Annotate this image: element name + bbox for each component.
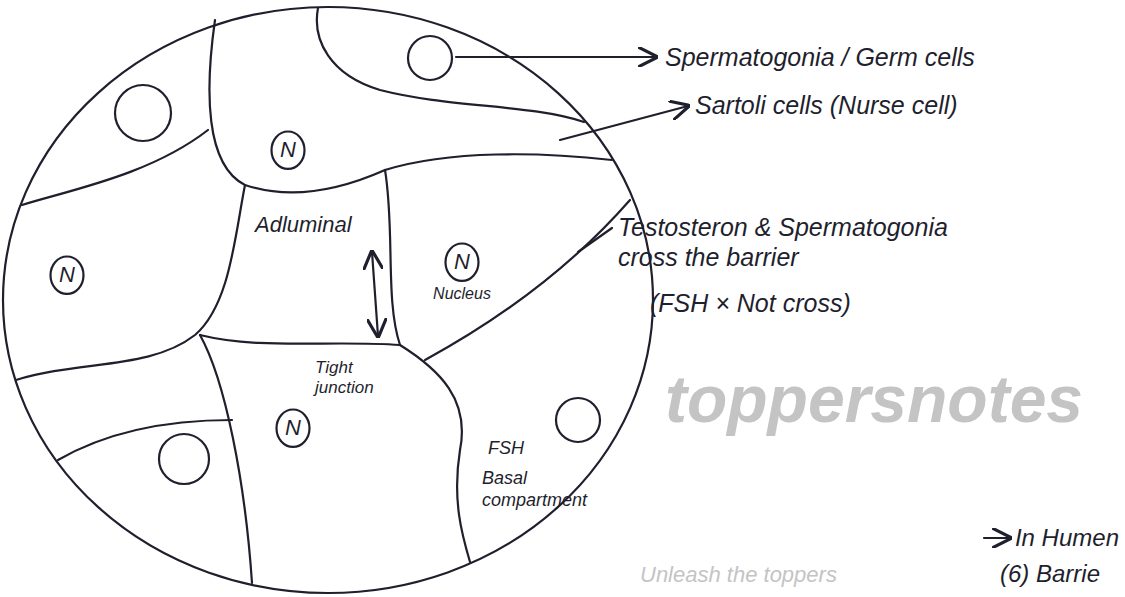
annotation-label: FSH (488, 438, 524, 460)
label-box: (FSH × Not cross) (650, 288, 851, 318)
nucleus-node: N (270, 130, 306, 170)
label-box: Adluminal (255, 212, 352, 238)
annotation-label: In Humen (1015, 524, 1119, 553)
label-box: In Humen (1015, 524, 1119, 553)
annotation-label: Testosteron & Spermatogonia cross the ba… (618, 212, 1008, 272)
leader-line (578, 228, 612, 252)
nucleus-node: N (275, 408, 311, 448)
annotation-label: Tight junction (315, 358, 385, 399)
watermark-text: toppersnotes (665, 360, 1083, 439)
cell-boundary (385, 170, 400, 345)
nucleus-node: NNucleus (444, 242, 480, 282)
annotation-label: Sartoli cells (Nurse cell) (695, 90, 958, 120)
annotation-label: Adluminal (255, 212, 352, 238)
cell-boundary (16, 185, 245, 380)
label-box: toppersnotes (665, 360, 1083, 439)
nucleus-letter: N (270, 130, 306, 170)
spermatogonium (159, 434, 209, 484)
label-box: Spermatogonia / Germ cells (665, 42, 975, 72)
label-box: Sartoli cells (Nurse cell) (695, 90, 958, 120)
label-box: Unleash the toppers (640, 562, 837, 588)
cell-boundary (200, 335, 400, 345)
nucleus-caption: Nucleus (433, 284, 491, 303)
label-box: FSH (488, 438, 524, 460)
cell-boundary (22, 130, 208, 205)
annotation-label: Basal compartment (482, 468, 602, 511)
annotation-label: Spermatogonia / Germ cells (665, 42, 975, 72)
cell-boundary (209, 20, 385, 192)
label-box: Testosteron & Spermatogonia cross the ba… (618, 212, 1008, 272)
spermatogonium (115, 85, 171, 141)
label-box: (6) Barrie (1000, 560, 1100, 589)
junction-arrow (372, 252, 378, 336)
watermark-text: Unleash the toppers (640, 562, 837, 588)
label-box: Tight junction (315, 358, 385, 399)
cell-boundary (317, 8, 584, 122)
label-box: Basal compartment (482, 468, 602, 511)
leader-arrow (984, 537, 1010, 539)
cell-boundary (58, 420, 232, 460)
nucleus-letter: N (49, 255, 85, 295)
cell-boundary (400, 345, 470, 562)
annotation-label: (FSH × Not cross) (650, 288, 851, 318)
cell-boundary (200, 335, 252, 583)
nucleus-letter: N (275, 408, 311, 448)
spermatogonium (408, 36, 452, 80)
leader-arrow (560, 106, 688, 140)
leader-arrow (456, 56, 656, 58)
tubule-outline (3, 7, 653, 593)
cell-boundary (385, 154, 612, 170)
barrier-boundary (425, 200, 630, 360)
nucleus-letter: N (444, 242, 480, 282)
annotation-label: (6) Barrie (1000, 560, 1100, 589)
spermatogonium (556, 398, 600, 442)
nucleus-node: N (49, 255, 85, 295)
